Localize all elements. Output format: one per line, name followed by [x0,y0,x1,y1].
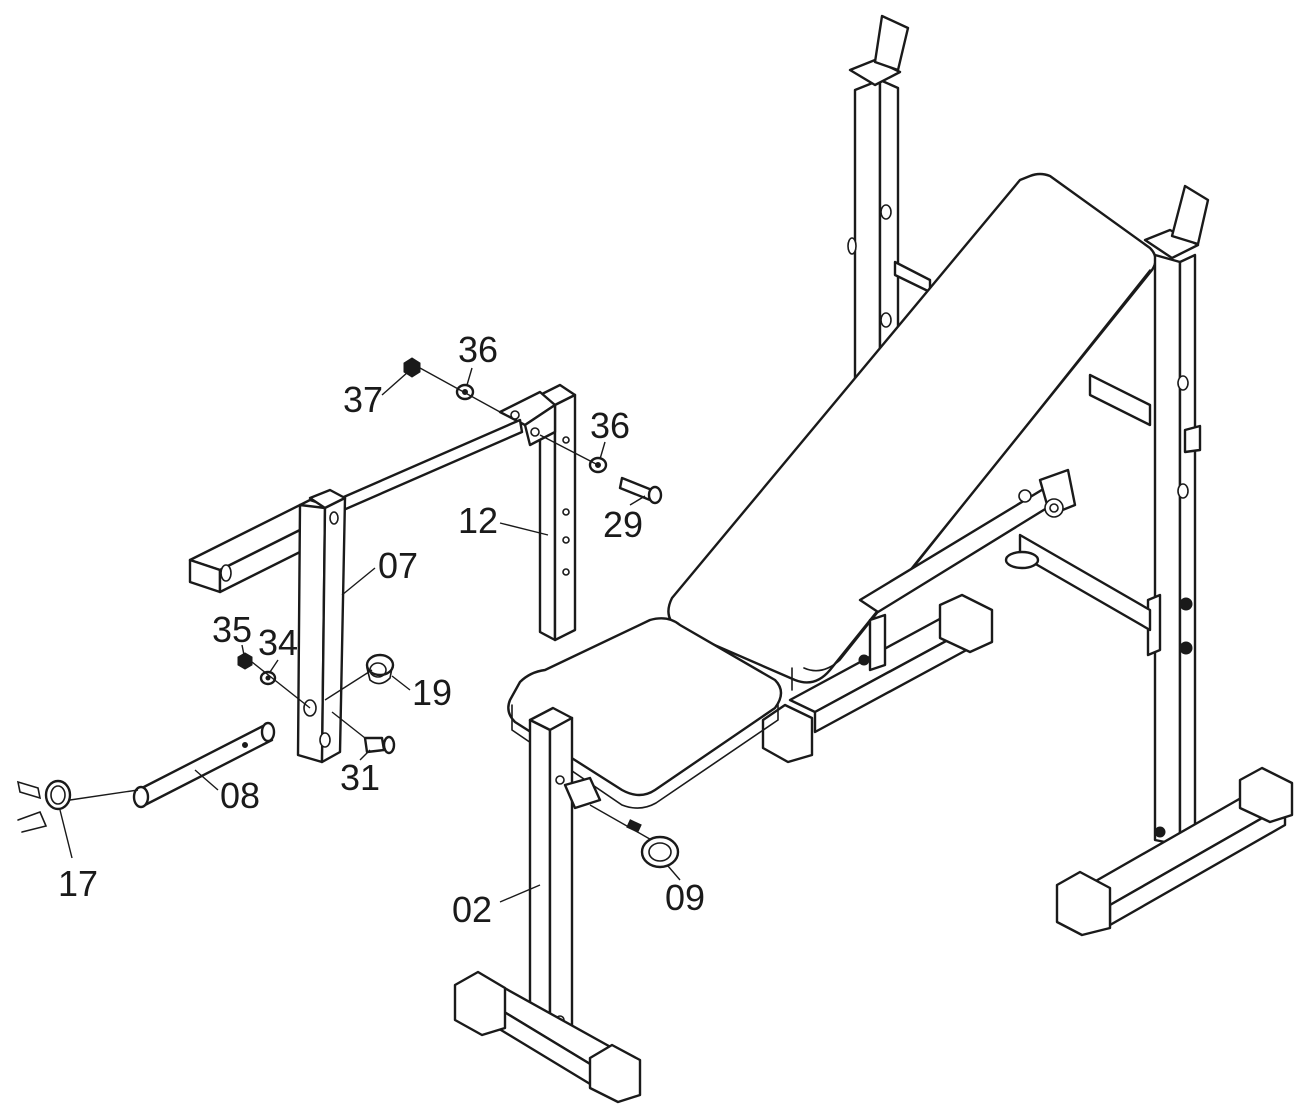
incline-support-arm [858,468,1152,632]
rear-base-frame [761,593,994,764]
label-09: 09 [665,877,705,918]
front-right-upright [1143,184,1210,847]
label-31: 31 [340,757,380,798]
label-07: 07 [378,545,418,586]
label-35: 35 [212,609,252,650]
label-36-top: 36 [458,329,498,370]
label-34: 34 [258,622,298,663]
part-07-frame [188,488,347,764]
assembly-lines [251,367,599,709]
front-leg-02 [528,706,602,1037]
label-02: 02 [452,889,492,930]
adjustment-knob-09 [589,804,680,869]
part-31-bolt [331,711,396,755]
label-17: 17 [58,863,98,904]
rear-crossbar [1088,373,1152,427]
part-08-tube [132,721,276,809]
part-17-clip [16,779,139,833]
label-36-right: 36 [590,405,630,446]
part-labels: 37 36 36 29 12 07 35 34 19 31 08 17 02 0… [58,329,705,930]
part-12-upright [498,383,577,642]
label-29: 29 [603,504,643,545]
front-right-foot [1055,766,1294,937]
backrest-pad [667,172,1157,691]
label-12: 12 [458,500,498,541]
seat-pad [507,617,783,809]
part-19-bushing [365,653,395,685]
front-foot [453,970,642,1104]
label-08: 08 [220,775,260,816]
rear-left-upright [847,14,932,380]
label-37: 37 [343,379,383,420]
label-leaders [59,367,681,903]
label-19: 19 [412,672,452,713]
